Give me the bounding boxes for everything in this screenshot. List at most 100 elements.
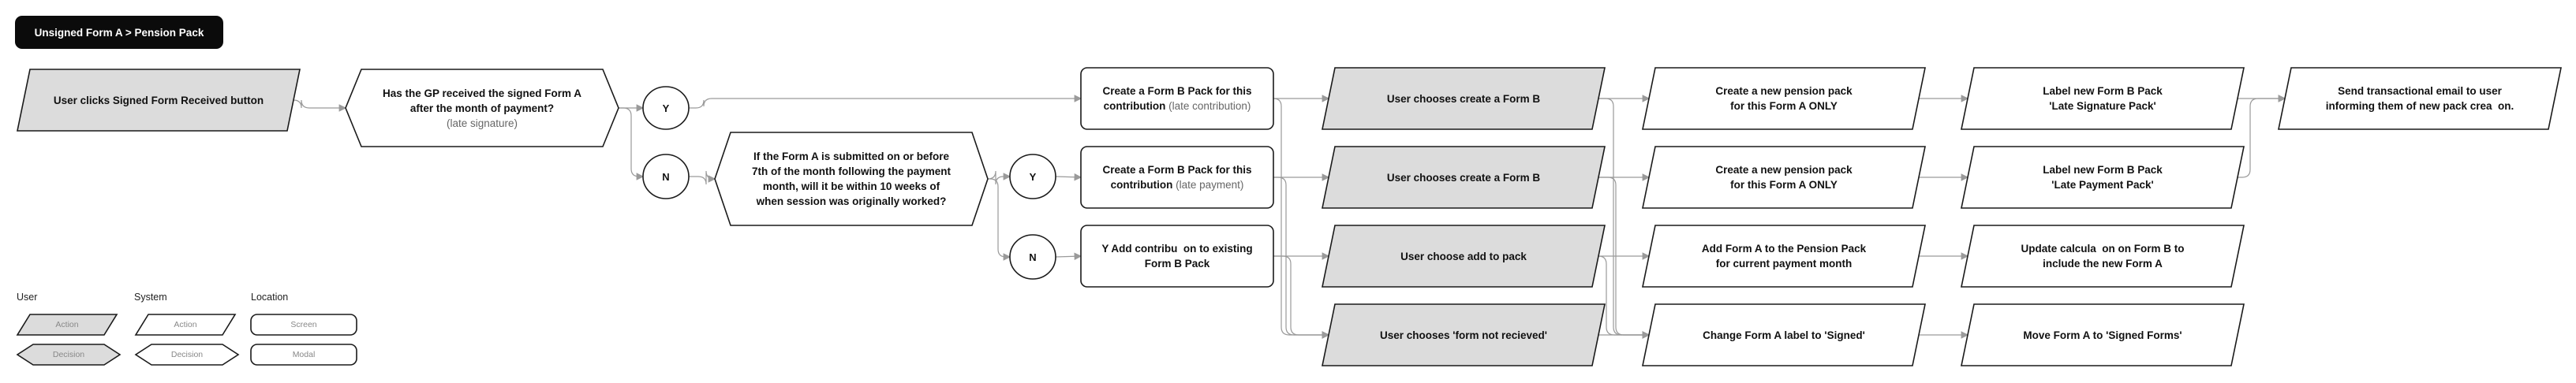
connector-edge bbox=[1273, 98, 1330, 339]
s-add-existing-shape bbox=[1080, 225, 1274, 288]
node-a-label-signed[interactable]: Change Form A label to 'Signed' bbox=[1643, 304, 1925, 366]
legend-user-action-swatch bbox=[16, 314, 118, 336]
a-new2-shape bbox=[1642, 146, 1926, 209]
node-label-line: Form B Pack bbox=[1144, 258, 1210, 270]
node-label-strong: contribution bbox=[1103, 100, 1166, 112]
a-addpack-shape bbox=[1642, 225, 1926, 288]
node-a-new2[interactable]: Create a new pension pack for this Form A… bbox=[1643, 147, 1925, 208]
y2-shape bbox=[1009, 154, 1056, 199]
n2-shape bbox=[1009, 234, 1056, 280]
node-label-note: (late contribution) bbox=[1165, 100, 1251, 112]
legend-user-decision: Decision bbox=[52, 350, 85, 359]
connector-edge bbox=[1055, 252, 1082, 261]
node-label-note: (late payment) bbox=[1172, 179, 1244, 191]
node-start[interactable]: User clicks Signed Form Received button bbox=[17, 69, 300, 131]
node-label-line: 7th of the month following the payment bbox=[752, 165, 951, 177]
node-label-line: contribution (late contribution) bbox=[1102, 99, 1251, 113]
node-label-line: Create a Form B Pack for this bbox=[1102, 85, 1252, 97]
u-notrecv-shape bbox=[1322, 303, 1606, 366]
q-gp-shape bbox=[345, 69, 619, 147]
node-a-new1[interactable]: Create a new pension pack for this Form A… bbox=[1643, 68, 1925, 129]
connector-edge bbox=[689, 170, 716, 185]
s-late-contrib-shape bbox=[1080, 67, 1274, 130]
node-a-label-late-sig[interactable]: Label new Form B Pack 'Late Signature Pac… bbox=[1961, 68, 2244, 129]
legend-modal-swatch bbox=[250, 344, 357, 366]
node-label-line: month, will it be within 10 weeks of bbox=[762, 180, 940, 192]
node-a-move[interactable]: Move Form A to 'Signed Forms' bbox=[1961, 304, 2244, 366]
node-label-line: for this Form A ONLY bbox=[1730, 100, 1838, 112]
node-label-strong: contribution bbox=[1110, 179, 1173, 191]
node-a-label-late-pay[interactable]: Label new Form B Pack'Late Payment Pack' bbox=[1961, 147, 2244, 208]
node-label-line: Label new Form B Pack bbox=[2043, 85, 2163, 97]
node-u-create1[interactable]: User chooses create a Form B bbox=[1322, 68, 1605, 129]
node-u-notrecv[interactable]: User chooses 'form not recieved' bbox=[1322, 304, 1605, 366]
connector-edge bbox=[1273, 255, 1330, 339]
node-a-addpack[interactable]: Add Form A to the Pension Pack for curren… bbox=[1643, 225, 1925, 287]
connector-edge bbox=[987, 170, 1011, 185]
a-email-shape bbox=[2278, 67, 2562, 130]
node-label-line: after the month of payment? bbox=[409, 102, 555, 114]
legend-location-heading: Location bbox=[251, 292, 289, 303]
legend-system-heading: System bbox=[134, 292, 167, 303]
node-label-line: for current payment month bbox=[1715, 258, 1853, 270]
node-label-line: Create a Form B Pack for this bbox=[1102, 164, 1252, 176]
node-label-line: Create a new pension pack bbox=[1715, 85, 1853, 97]
legend-system-action-swatch bbox=[134, 314, 237, 336]
node-label: N bbox=[662, 170, 670, 183]
node-sub-label: (late signature) bbox=[446, 117, 518, 129]
node-label-line: Create a new pension pack bbox=[1715, 164, 1853, 176]
node-y2[interactable]: Y bbox=[1010, 154, 1056, 199]
legend-user-action: Action bbox=[55, 320, 79, 329]
node-label-line: Move Form A to 'Signed Forms' bbox=[2023, 329, 2182, 341]
node-label-line: Has the GP received the signed Form A bbox=[382, 87, 582, 99]
node-label-line: User clicks Signed Form Received button bbox=[53, 94, 264, 106]
connector-edge bbox=[988, 178, 1011, 261]
node-n2[interactable]: N bbox=[1010, 235, 1056, 279]
connector-edge bbox=[1598, 255, 1651, 339]
node-label-line: contribution (late payment) bbox=[1102, 177, 1251, 192]
legend-system-action: Action bbox=[174, 320, 197, 329]
node-s-late-contrib[interactable]: Create a Form B Pack for this contributio… bbox=[1081, 68, 1273, 129]
node-y1[interactable]: Y bbox=[643, 87, 689, 129]
node-label-line: 'Late Signature Pack' bbox=[2049, 100, 2156, 112]
legend-system-decision: Decision bbox=[170, 350, 204, 359]
u-create2-shape bbox=[1322, 146, 1606, 209]
n1-shape bbox=[642, 154, 690, 199]
a-label-late-sig-shape bbox=[1961, 67, 2245, 130]
node-label-line: If the Form A is submitted on or before bbox=[753, 151, 949, 162]
node-n1[interactable]: N bbox=[643, 154, 689, 199]
start-shape bbox=[17, 69, 301, 132]
connector-edge bbox=[293, 99, 347, 112]
node-label-line: User choose add to pack bbox=[1400, 250, 1527, 262]
q-deadline-shape bbox=[714, 132, 989, 226]
a-label-signed-shape bbox=[1642, 303, 1926, 366]
legend-modal: Modal bbox=[292, 350, 316, 359]
a-label-late-pay-shape bbox=[1961, 146, 2245, 209]
node-label-line: Update calcula on on Form B to bbox=[2021, 243, 2185, 255]
node-q-deadline[interactable]: If the Form A is submitted on or before 7… bbox=[715, 132, 988, 225]
node-label: Y bbox=[1029, 170, 1037, 183]
breadcrumb[interactable]: Unsigned Form A > Pension Pack bbox=[15, 16, 223, 49]
y1-shape bbox=[642, 86, 690, 130]
node-u-create2[interactable]: User chooses create a Form B bbox=[1322, 147, 1605, 208]
connector-edge bbox=[619, 107, 645, 180]
a-move-shape bbox=[1961, 303, 2245, 366]
connector-edge bbox=[2238, 95, 2286, 178]
connector-layer bbox=[293, 95, 2286, 339]
node-label-line: Add Form A to the Pension Pack bbox=[1701, 243, 1867, 255]
node-u-add[interactable]: User choose add to pack bbox=[1322, 225, 1605, 287]
a-new1-shape bbox=[1642, 67, 1926, 130]
node-label-line: Send transactional email to user bbox=[2338, 85, 2502, 97]
node-label-line: Y Add contribu on to existing bbox=[1101, 243, 1253, 255]
legend-user-decision-swatch bbox=[16, 344, 122, 366]
u-create1-shape bbox=[1322, 67, 1606, 130]
node-label: N bbox=[1029, 251, 1037, 263]
s-late-payment-shape bbox=[1080, 146, 1274, 209]
node-q-gp[interactable]: Has the GP received the signed Form A aft… bbox=[346, 69, 619, 147]
node-label-line: for this Form A ONLY bbox=[1730, 179, 1838, 191]
